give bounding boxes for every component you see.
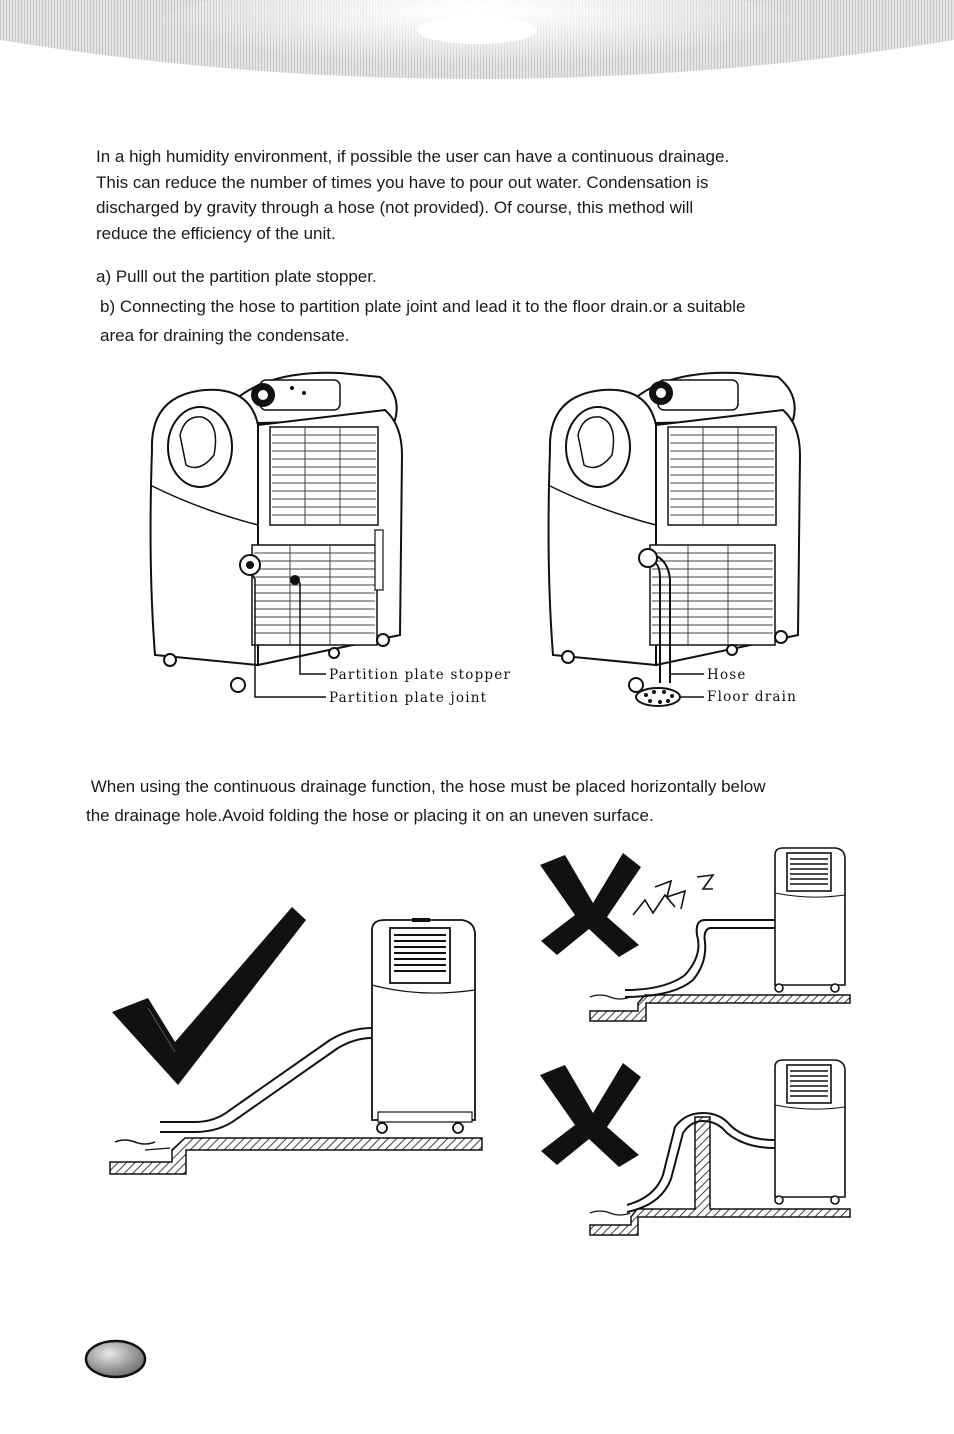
step-a: a) Pulll out the partition plate stopper… xyxy=(96,267,377,286)
figure-partition-plate: Partition plate stopper Partition plate … xyxy=(149,371,511,706)
intro-line-3: discharged by gravity through a hose (no… xyxy=(96,198,694,217)
note-paragraph: When using the continuous drainage funct… xyxy=(86,772,906,830)
dehumidifier-side-illustration xyxy=(371,918,476,1134)
step-b-line-2: area for draining the condensate. xyxy=(100,326,350,345)
label-floor-drain: Floor drain xyxy=(707,689,797,705)
page-number-badge xyxy=(84,1339,147,1379)
intro-line-1: In a high humidity environment, if possi… xyxy=(96,147,730,166)
intro-paragraph: In a high humidity environment, if possi… xyxy=(96,144,896,246)
intro-line-4: reduce the efficiency of the unit. xyxy=(96,223,336,243)
label-partition-plate-stopper: Partition plate stopper xyxy=(329,667,511,683)
lightning-icon xyxy=(632,873,715,916)
header-banner xyxy=(0,0,954,88)
x-mark-icon xyxy=(540,853,641,957)
note-line-1: When using the continuous drainage funct… xyxy=(86,777,766,796)
dehumidifier-with-hose-illustration xyxy=(547,371,802,707)
note-line-2: the drainage hole.Avoid folding the hose… xyxy=(86,806,654,825)
label-hose: Hose xyxy=(707,667,747,683)
x-mark-icon xyxy=(540,1063,641,1167)
figure-wrong-kinked-hose xyxy=(540,847,851,1022)
step-b-line-1: b) Connecting the hose to partition plat… xyxy=(100,297,746,316)
figure-wrong-raised-hose xyxy=(540,1059,851,1236)
step-b: b) Connecting the hose to partition plat… xyxy=(100,292,920,350)
figure-hose-drain: Hose Floor drain xyxy=(547,371,802,707)
figure-correct-placement xyxy=(109,907,483,1175)
dehumidifier-rear-illustration xyxy=(149,371,404,693)
check-mark-icon xyxy=(112,907,306,1085)
intro-line-2: This can reduce the number of times you … xyxy=(96,172,709,192)
label-partition-plate-joint: Partition plate joint xyxy=(329,690,487,706)
